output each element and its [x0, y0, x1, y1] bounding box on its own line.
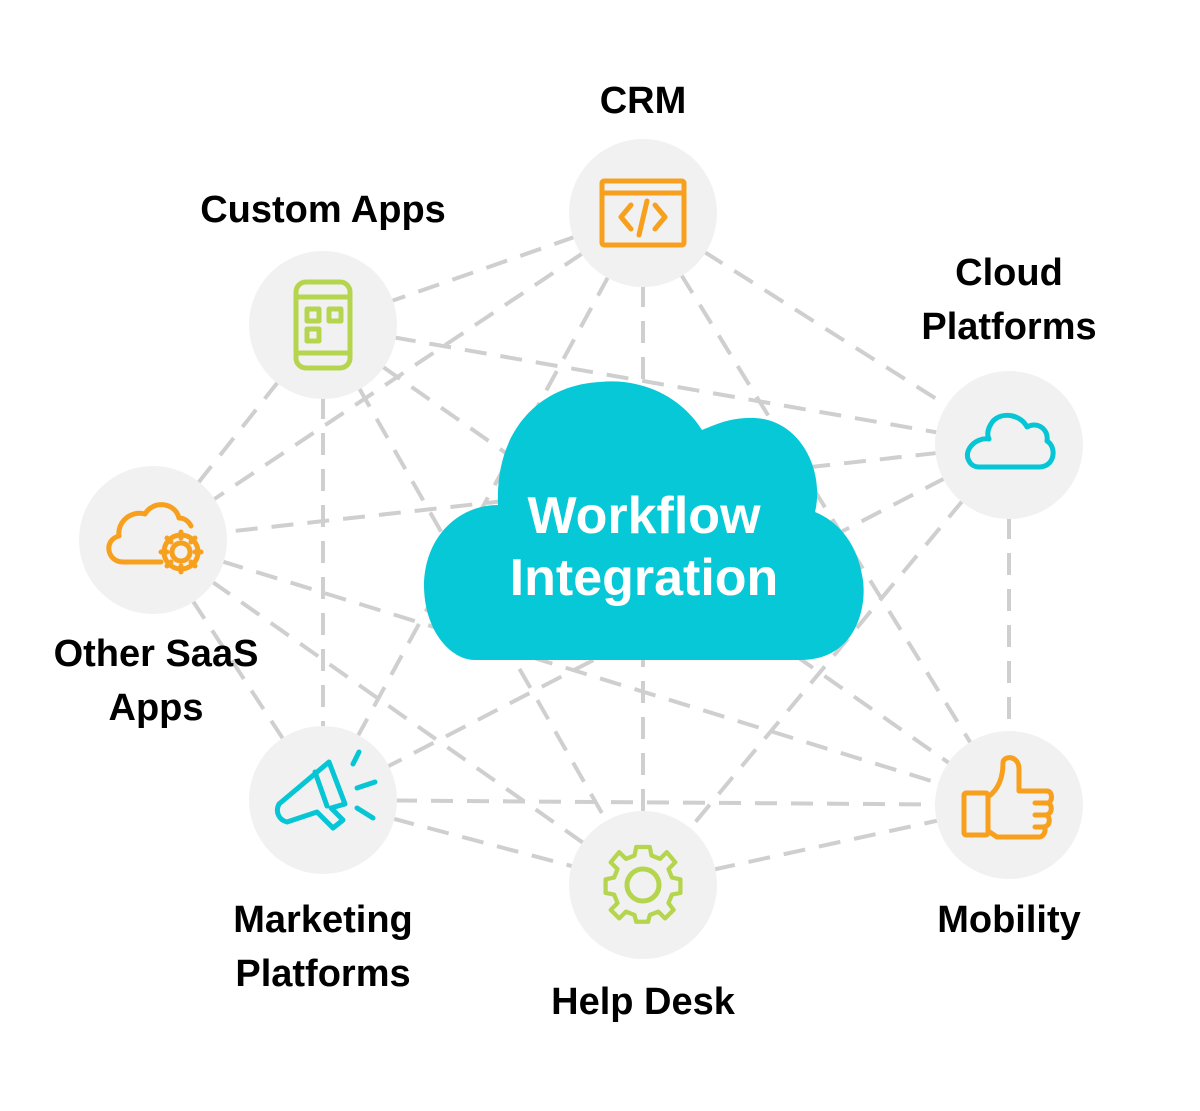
label-crm-text: CRM [599, 80, 687, 122]
label-marketing-line2: Platforms [235, 953, 411, 995]
node-circle-other-saas [79, 466, 227, 614]
label-other-saas-line2: Apps [108, 687, 204, 729]
label-help-desk: Help Desk [551, 975, 735, 1029]
connector-cloud-platforms-marketing [322, 443, 1010, 802]
node-circle-cloud-platforms [935, 371, 1083, 519]
node-circle-help-desk [569, 811, 717, 959]
nodes [79, 139, 1083, 959]
node-custom-apps [249, 251, 397, 399]
label-cloud-platforms-line2: Platforms [921, 306, 1097, 348]
label-crm: CRM [600, 74, 687, 128]
megaphone-icon [274, 749, 378, 831]
node-crm [569, 139, 717, 287]
label-cloud-platforms-line1: Cloud [955, 252, 1063, 294]
cloud-gear-icon [106, 502, 204, 575]
mobile-app-icon [293, 279, 353, 371]
connector-crm-mobility [641, 211, 1011, 807]
center-title-line2: Integration [509, 549, 779, 607]
cloud-icon [965, 412, 1056, 470]
connector-other-saas-help-desk [151, 538, 645, 887]
connector-marketing-mobility [322, 798, 1010, 807]
thumbs-up-icon [961, 755, 1054, 840]
workflow-integration-cloud [424, 381, 864, 660]
label-marketing: Marketing Platforms [233, 893, 412, 1001]
label-mobility-text: Mobility [937, 899, 1081, 941]
center-title-line1: Workflow [527, 487, 761, 545]
label-marketing-line1: Marketing [233, 899, 413, 941]
node-cloud-platforms [935, 371, 1083, 519]
connector-custom-apps-cloud-platforms [322, 323, 1010, 447]
connector-help-desk-mobility [642, 803, 1010, 887]
connector-other-saas-mobility [152, 538, 1010, 807]
connector-crm-marketing [321, 212, 645, 801]
gear-icon [603, 844, 683, 924]
connector-custom-apps-mobility [321, 323, 1011, 807]
label-cloud-platforms: Cloud Platforms [921, 246, 1096, 354]
label-help-desk-text: Help Desk [551, 981, 735, 1023]
node-circle-mobility [935, 731, 1083, 879]
center-title: Workflow Integration [510, 485, 779, 609]
label-custom-apps: Custom Apps [200, 183, 446, 237]
node-circle-custom-apps [249, 251, 397, 399]
label-custom-apps-text: Custom Apps [200, 189, 446, 231]
code-window-icon [599, 178, 687, 248]
node-help-desk [569, 811, 717, 959]
node-other-saas [79, 466, 227, 614]
label-other-saas-line1: Other SaaS [53, 633, 259, 675]
node-mobility [935, 731, 1083, 879]
connector-cloud-platforms-help-desk [641, 443, 1011, 887]
label-other-saas: Other SaaS Apps [54, 627, 259, 735]
node-marketing [249, 726, 397, 874]
label-mobility: Mobility [937, 893, 1081, 947]
